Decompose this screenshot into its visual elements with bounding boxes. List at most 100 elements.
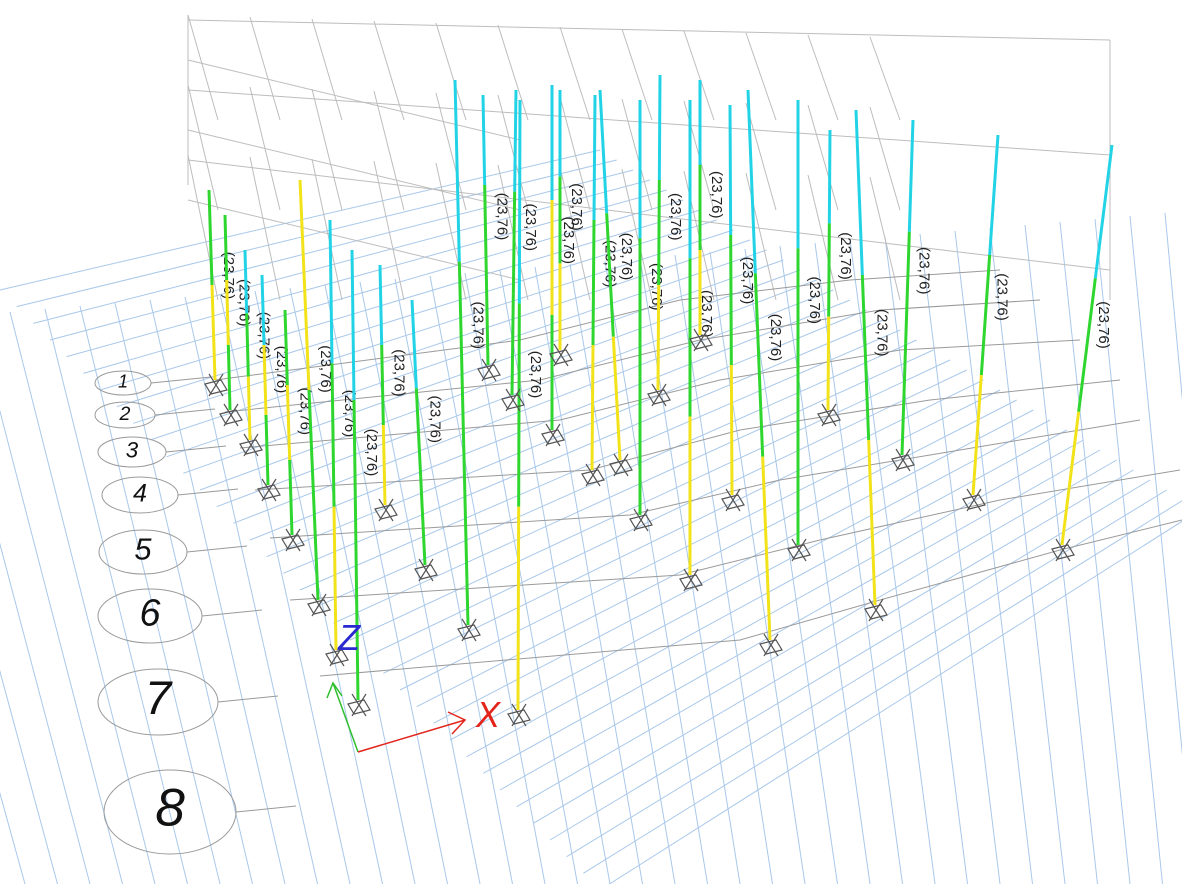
- grid-bubble-8[interactable]: 8: [103, 769, 297, 855]
- frame-roof-line: [187, 154, 219, 301]
- grid-line-cross: [884, 236, 968, 885]
- support-symbol: [239, 433, 263, 457]
- frame-roof-line: [807, 104, 839, 211]
- support-leg: [329, 643, 345, 667]
- grid-line-cross: [359, 281, 481, 885]
- frame-roof-edge: [187, 89, 1111, 156]
- grid-line-cross: [1059, 221, 1131, 885]
- support-plate: [787, 544, 811, 560]
- column-C6[interactable]: (23,76): [298, 179, 334, 601]
- column-C24[interactable]: (23,76): [900, 119, 933, 456]
- grid-line-long: [249, 299, 851, 541]
- column-C10[interactable]: (23,76): [410, 299, 444, 566]
- grid-bubble-2[interactable]: 2: [94, 401, 216, 429]
- grid-line-cross: [44, 308, 188, 885]
- support-plate: [374, 504, 398, 520]
- support-plate: [281, 534, 305, 550]
- grid-bubble-4[interactable]: 4: [101, 476, 239, 514]
- support-symbol: [204, 373, 228, 397]
- grid-line-long: [366, 369, 967, 658]
- grid-bubble-label: 5: [134, 532, 152, 567]
- grid-line-cross: [0, 791, 26, 885]
- column-segment-green: [517, 303, 521, 507]
- column-C28[interactable]: (23,76): [698, 80, 725, 335]
- column-C15[interactable]: (23,76): [550, 85, 577, 430]
- column-C19[interactable]: (23,76): [728, 104, 756, 496]
- frame-roof-line: [373, 90, 405, 211]
- column-segment-green: [484, 274, 490, 366]
- support-leg: [966, 488, 982, 512]
- column-segment-yellow: [516, 506, 521, 711]
- support-plate: [457, 624, 481, 640]
- column-C26[interactable]: (23,76): [1060, 144, 1114, 546]
- grid-line-cross: [79, 305, 221, 885]
- column-segment-green: [264, 414, 270, 486]
- grid-bubble-7[interactable]: 7: [97, 668, 279, 736]
- column-label: (23,76): [568, 183, 585, 231]
- column-C21[interactable]: (23,76): [796, 100, 823, 545]
- support-plate: [325, 649, 349, 665]
- grid-bubble-1[interactable]: 1: [94, 370, 212, 396]
- column-segment-green: [657, 179, 661, 286]
- column-C14[interactable]: (23,76): [510, 89, 539, 396]
- column-segment-green: [900, 343, 908, 456]
- support-symbol: [541, 423, 565, 447]
- column-C27[interactable]: (23,76): [656, 74, 684, 391]
- grid-bubble-5[interactable]: 5: [98, 529, 248, 575]
- frame-roof-line: [187, 84, 219, 211]
- column-C2[interactable]: (23,76): [223, 214, 253, 411]
- column-C29[interactable]: (23,76): [558, 90, 585, 350]
- column-segment-cyan: [907, 119, 915, 232]
- grid-line-cross: [394, 278, 513, 885]
- column-segment-yellow: [729, 364, 734, 496]
- column-segment-cyan: [1093, 144, 1114, 279]
- column-segment-green: [207, 189, 214, 286]
- column-C9[interactable]: (23,76): [378, 264, 408, 506]
- column-segment-cyan: [827, 129, 832, 224]
- grid-line-cross: [1094, 218, 1163, 885]
- support-plate: [647, 389, 671, 405]
- column-C12[interactable]: (23,76): [516, 99, 544, 711]
- support-symbol: [281, 528, 305, 552]
- support-leg: [821, 403, 837, 427]
- support-symbol: [507, 703, 531, 727]
- grid-bubble-label: 4: [133, 479, 147, 507]
- frame-roof-line: [435, 92, 467, 211]
- frame-roof-line: [869, 36, 901, 121]
- column-C30[interactable]: (23,76): [598, 89, 635, 461]
- grid-line-long: [116, 219, 717, 408]
- column-C25[interactable]: (23,76): [971, 134, 1011, 496]
- column-C1[interactable]: (23,76): [207, 189, 237, 381]
- support-leg: [633, 508, 649, 532]
- support-leg: [208, 373, 224, 397]
- column-segment-yellow: [225, 279, 230, 346]
- grid-bubble-6[interactable]: 6: [97, 588, 263, 644]
- grid-line-long: [183, 259, 784, 474]
- column-C18[interactable]: (23,76): [688, 100, 715, 575]
- frame-roof-edge: [187, 19, 1111, 41]
- grid-bubble-label: 7: [145, 672, 173, 725]
- support-symbol: [457, 618, 481, 642]
- support-symbol: [609, 453, 633, 477]
- column-C23[interactable]: (23,76): [854, 109, 891, 606]
- column-C11[interactable]: (23,76): [453, 79, 487, 626]
- frame-roof-line: [559, 26, 591, 121]
- column-segment-cyan: [243, 249, 249, 314]
- column-segment-yellow: [826, 316, 831, 411]
- column-C8[interactable]: (23,76): [350, 249, 380, 701]
- frame-roof-line: [497, 24, 529, 121]
- column-C20[interactable]: (23,76): [746, 89, 784, 641]
- column-C13[interactable]: (23,76): [481, 94, 511, 366]
- beam-line: [214, 269, 1001, 381]
- column-C22[interactable]: (23,76): [826, 129, 854, 411]
- grid-bubble-3[interactable]: 3: [97, 436, 227, 468]
- column-segment-green: [283, 309, 289, 386]
- grid-line-long: [83, 199, 684, 374]
- grid-bubble-leader: [201, 609, 263, 617]
- support-plate: [962, 494, 986, 510]
- column-C17[interactable]: (23,76): [638, 100, 665, 515]
- beam-line: [269, 419, 1141, 539]
- support-leg: [243, 433, 259, 457]
